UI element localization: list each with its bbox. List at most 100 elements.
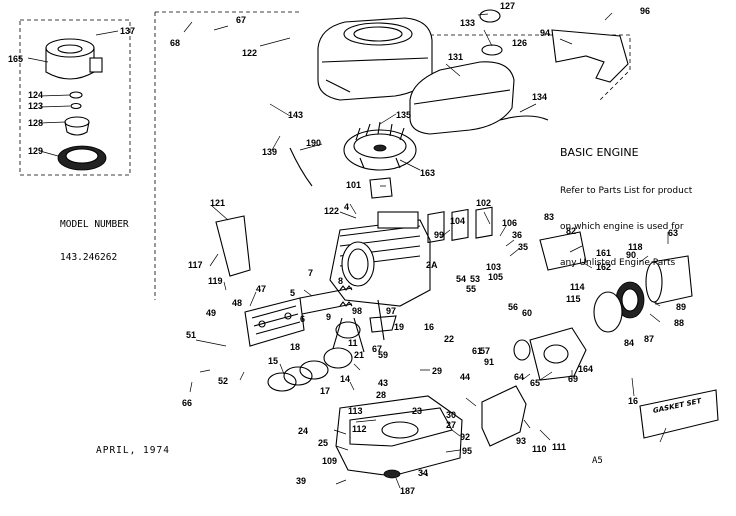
part-callout-label: 161 (596, 248, 611, 258)
part-callout-label: 97 (386, 306, 396, 316)
part-callout-label: 96 (640, 6, 650, 16)
basic-engine-title: BASIC ENGINE (560, 146, 639, 159)
part-callout-label: 65 (530, 378, 540, 388)
part-callout-label: 51 (186, 330, 196, 340)
part-callout-label: 4 (344, 202, 349, 212)
part-callout-label: 25 (318, 438, 328, 448)
part-callout-label: 122 (324, 206, 339, 216)
carburetor (513, 327, 587, 381)
part-callout-label: 68 (170, 38, 180, 48)
valves (299, 287, 353, 315)
part-callout-label: 115 (566, 294, 581, 304)
page-reference: A5 (592, 456, 603, 466)
part-callout-label: 128 (28, 118, 43, 128)
blower-housing (317, 17, 433, 101)
part-callout-label: 118 (628, 242, 643, 252)
part-callout-label: 88 (674, 318, 684, 328)
part-callout-label: 143 (288, 110, 303, 120)
part-callout-label: 39 (296, 476, 306, 486)
part-callout-label: 52 (218, 376, 228, 386)
part-callouts: 1371651241231281296867122127133126969413… (8, 1, 686, 496)
part-callout-label: 139 (262, 147, 277, 157)
note-line: Refer to Parts List for product (560, 186, 693, 196)
part-callout-label: 117 (188, 260, 203, 270)
part-callout-label: 162 (596, 262, 611, 272)
part-callout-label: 8 (338, 276, 343, 286)
part-callout-label: 109 (322, 456, 337, 466)
valve-springs (339, 285, 353, 307)
part-callout-label: 18 (290, 342, 300, 352)
part-callout-label: 22 (444, 334, 454, 344)
model-number-value: 143.246262 (60, 252, 118, 263)
part-callout-label: 113 (348, 406, 363, 416)
air-cleaner-assembly (45, 38, 107, 171)
part-callout-label: 110 (532, 444, 547, 454)
part-callout-label: 87 (644, 334, 654, 344)
part-callout-label: 91 (484, 357, 494, 367)
part-callout-label: 27 (446, 420, 456, 430)
part-callout-label: 126 (512, 38, 527, 48)
part-callout-label: 119 (208, 276, 223, 286)
part-callout-label: 127 (500, 1, 515, 11)
part-callout-label: 35 (518, 242, 528, 252)
intake-gaskets (427, 206, 493, 244)
part-callout-label: 34 (418, 468, 428, 478)
part-callout-label: 131 (448, 52, 463, 62)
fuel-tank (409, 9, 549, 135)
part-callout-label: 29 (432, 366, 442, 376)
part-callout-label: 137 (120, 26, 135, 36)
part-callout-label: 129 (28, 146, 43, 156)
part-callout-label: 53 (470, 274, 480, 284)
part-callout-label: 99 (434, 230, 444, 240)
part-callout-label: 102 (476, 198, 491, 208)
part-callout-label: 66 (182, 398, 192, 408)
part-callout-label: 101 (346, 180, 361, 190)
crankcase-sump (335, 395, 463, 479)
part-callout-label: 14 (340, 374, 350, 384)
part-callout-label: 121 (210, 198, 225, 208)
part-callout-label: 111 (552, 442, 566, 452)
part-callout-label: 64 (514, 372, 524, 382)
part-callout-label: 89 (676, 302, 686, 312)
part-callout-label: 59 (378, 350, 388, 360)
part-callout-label: 30 (446, 410, 456, 420)
part-callout-label: 11 (348, 338, 358, 348)
part-callout-label: 190 (306, 138, 321, 148)
part-callout-label: 84 (624, 338, 634, 348)
part-callout-label: 106 (502, 218, 517, 228)
cylinder-block (329, 211, 431, 307)
flywheel (343, 121, 417, 199)
part-callout-label: 93 (516, 436, 526, 446)
part-callout-label: 92 (460, 432, 470, 442)
part-callout-label: 63 (668, 228, 678, 238)
part-callout-label: 28 (376, 390, 386, 400)
part-callout-label: 36 (512, 230, 522, 240)
part-callout-label: 56 (508, 302, 518, 312)
part-callout-label: 55 (466, 284, 476, 294)
note-line: any Unlisted Engine Parts (560, 258, 676, 268)
part-callout-label: 69 (568, 374, 578, 384)
muffler (481, 385, 527, 447)
part-callout-label: 112 (352, 424, 367, 434)
basic-engine-notes: Refer to Parts List for product on which… (560, 161, 692, 293)
part-callout-label: 49 (206, 308, 216, 318)
tank-bracket (551, 29, 629, 83)
part-callout-label: 94 (540, 28, 550, 38)
cylinder-head (244, 297, 305, 347)
part-callout-label: 23 (412, 406, 422, 416)
model-number-heading: MODEL NUMBER (60, 219, 129, 230)
part-callout-label: 17 (320, 386, 330, 396)
part-callout-label: 122 (242, 48, 257, 58)
part-callout-label: 48 (232, 298, 242, 308)
part-callout-label: 21 (354, 350, 364, 360)
part-callout-label: 16 (424, 322, 434, 332)
part-callout-label: 67 (372, 344, 382, 354)
part-callout-label: 6 (300, 314, 305, 324)
part-callout-label: 95 (462, 446, 472, 456)
part-callout-label: 54 (456, 274, 466, 284)
part-callout-label: 61 (472, 346, 482, 356)
part-callout-label: 165 (8, 54, 23, 64)
part-callout-label: 60 (522, 308, 532, 318)
part-callout-label: 44 (460, 372, 470, 382)
part-callout-label: 82 (566, 226, 576, 236)
